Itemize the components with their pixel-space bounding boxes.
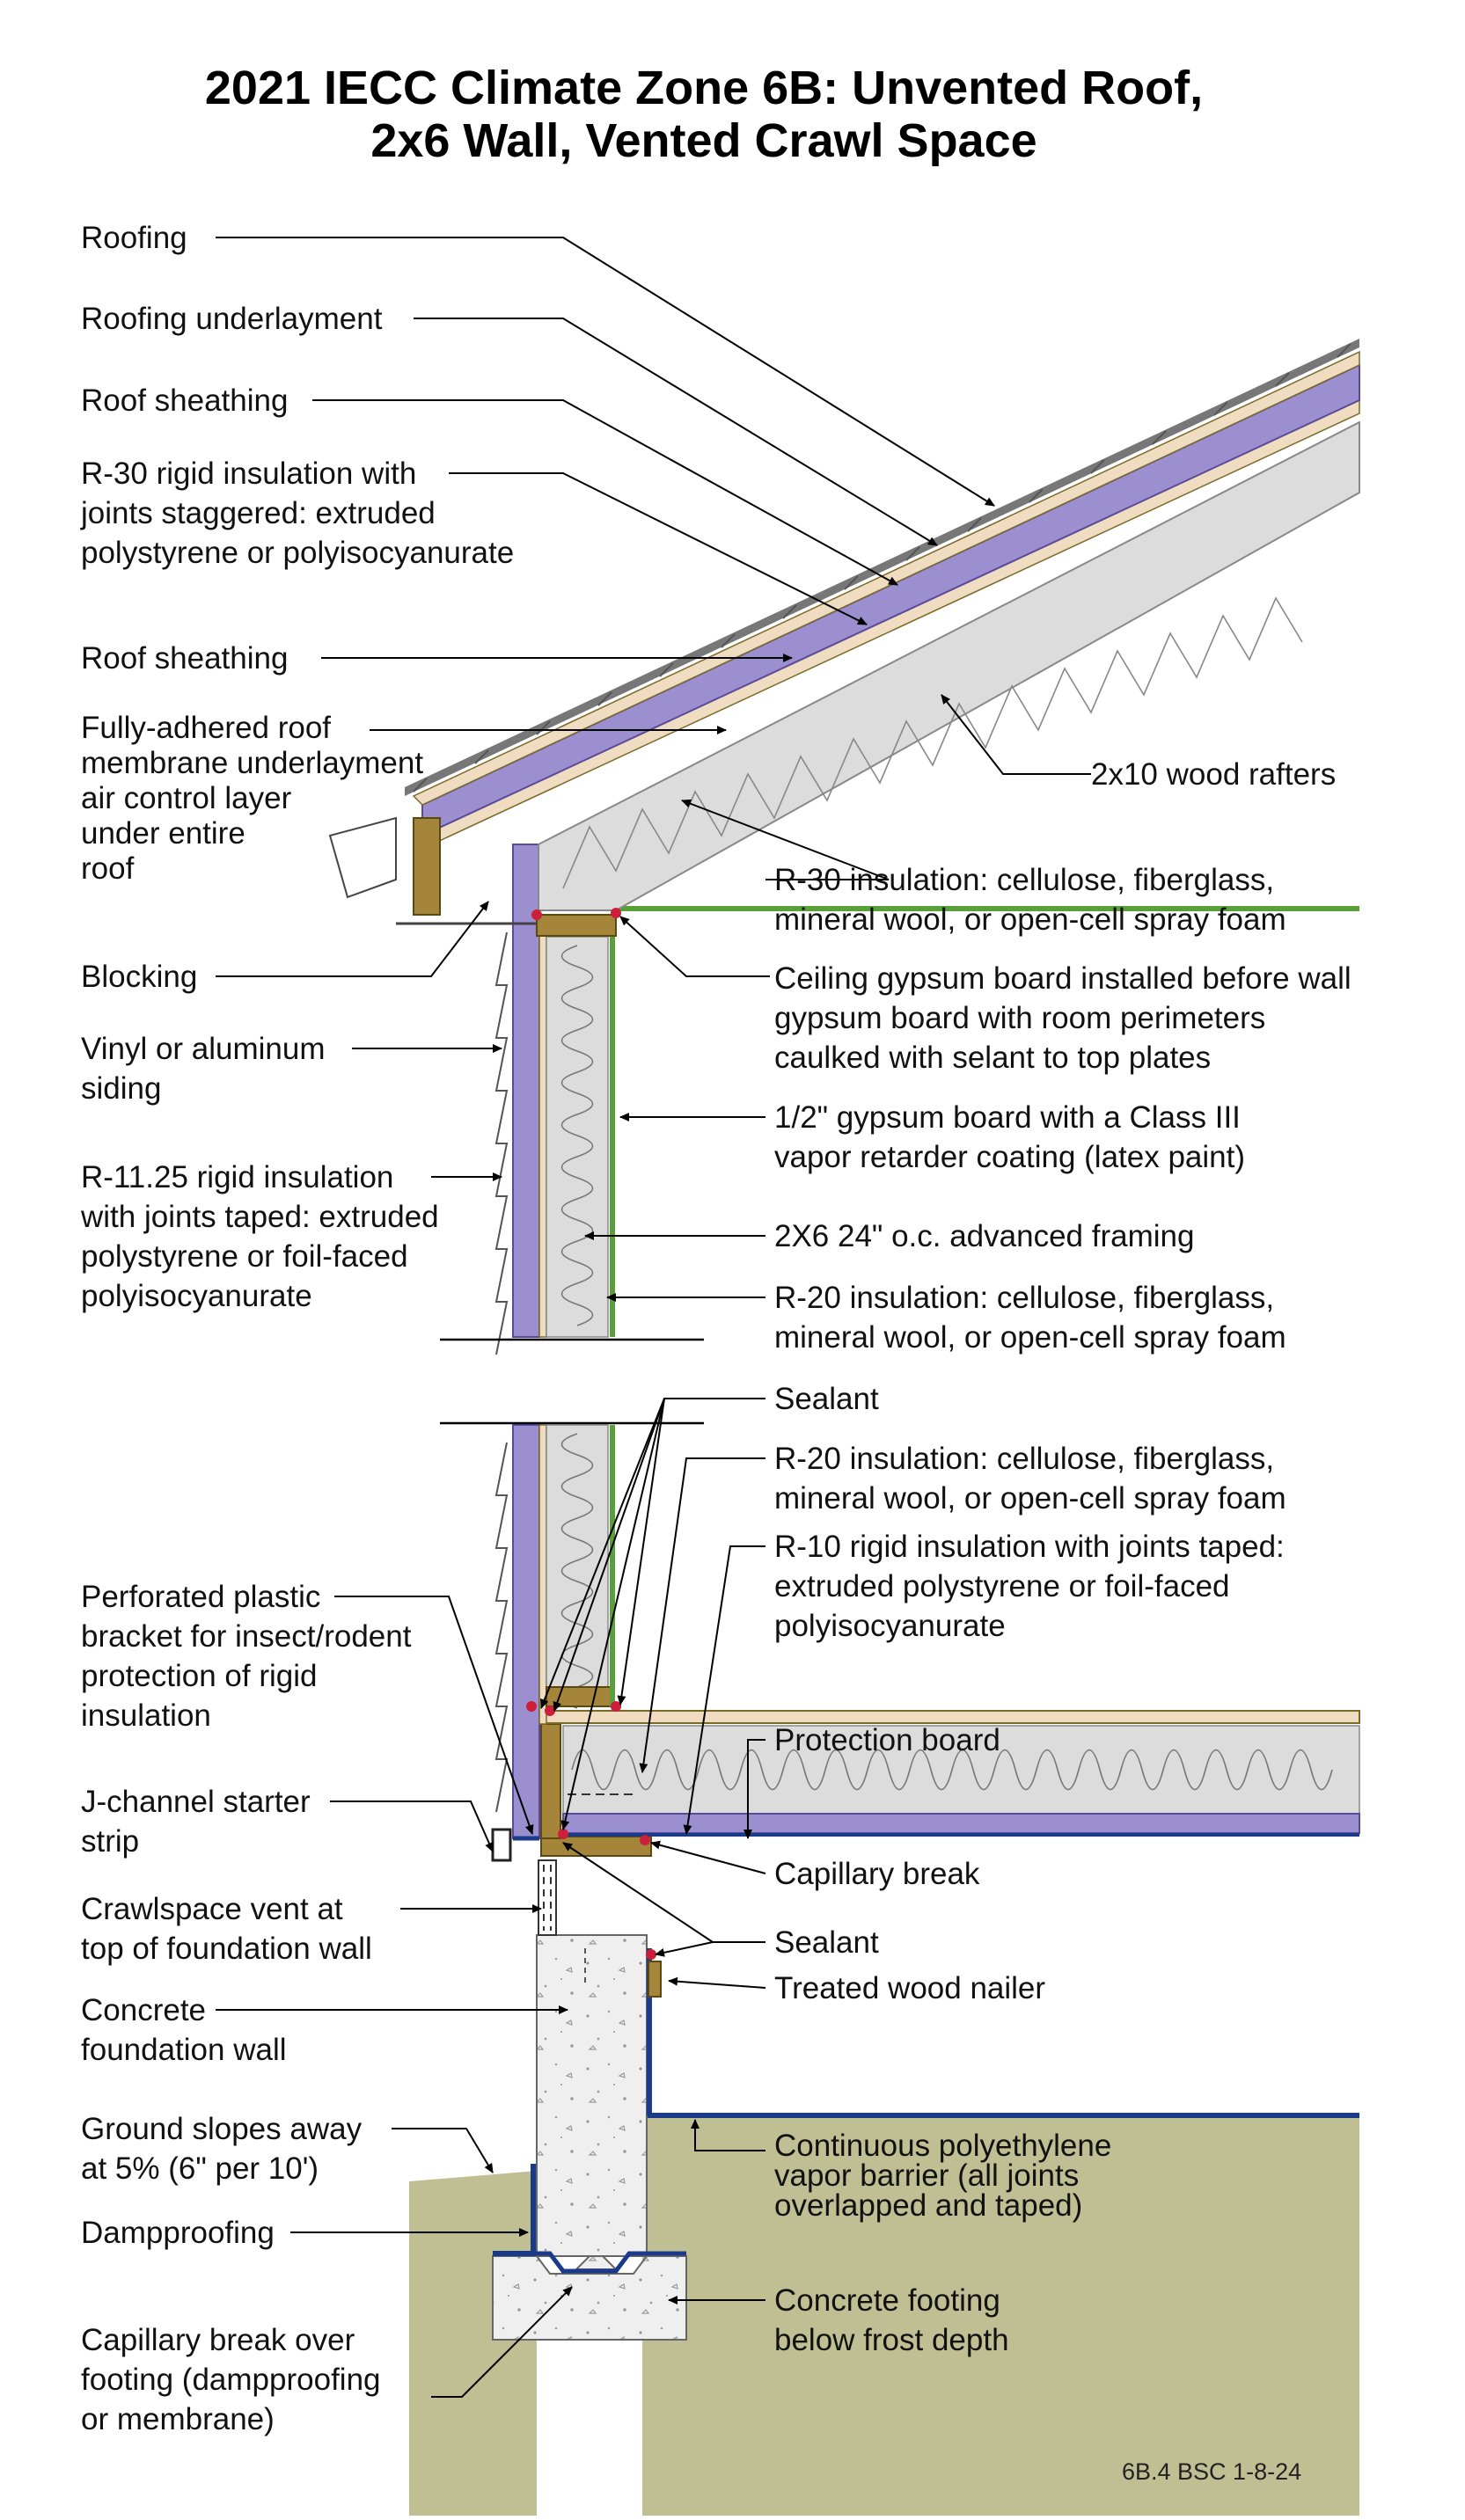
leader-lines [216,237,1091,2398]
label-wall-gypsum: 1/2" gypsum board with a Class III vapor… [774,1100,1245,1174]
label-crawl-vent: Crawlspace vent at top of foundation wal… [81,1892,372,1966]
diagram-title: 2021 IECC Climate Zone 6B: Unvented Roof… [0,62,1408,167]
lower-wall-rigid-insulation [512,1424,540,1839]
treated-wood-nailer [648,1961,662,1998]
label-capillary-break: Capillary break [774,1857,980,1891]
label-roof-sheathing-2: Roof sheathing [81,641,289,676]
label-r20-wall: R-20 insulation: cellulose, fiberglass, … [774,1281,1286,1355]
label-perforated-bracket: Perforated plastic bracket for insect/ro… [81,1580,412,1733]
rafter-insulation-wave [562,596,1303,889]
label-roofing-underlayment: Roofing underlayment [81,302,383,336]
upper-wall-sheathing [538,931,547,1338]
upper-wall-cavity-insulation [546,936,609,1338]
label-r20-floor: R-20 insulation: cellulose, fiberglass, … [774,1442,1286,1516]
rafter-insulation-r30 [538,420,1360,911]
floor-insulation-wave [571,1749,1333,1791]
label-dampproofing: Dampproofing [81,2216,275,2250]
label-roof-sheathing-1: Roof sheathing [81,383,289,418]
blocking [413,817,441,916]
label-r10-rigid: R-10 rigid insulation with joints taped:… [774,1530,1285,1643]
capillary-break-footing [493,2251,686,2274]
label-ground-slope: Ground slopes away at 5% (6" per 10') [81,2112,363,2186]
label-foundation-wall: Concrete foundation wall [81,1993,287,2067]
label-vapor-barrier: Continuous polyethylene vapor barrier (a… [774,2129,1112,2223]
rim-joist [540,1723,561,1839]
lower-wall-gypsum [610,1425,615,1706]
label-framing: 2X6 24" o.c. advanced framing [774,1219,1195,1253]
floor-rigid-insulation-r10 [562,1813,1360,1834]
label-rafters: 2x10 wood rafters [1091,757,1337,792]
title-line-2: 2x6 Wall, Vented Crawl Space [370,114,1037,167]
soil-crawlspace [642,2115,1359,2516]
title-line-1: 2021 IECC Climate Zone 6B: Unvented Roof… [204,62,1204,114]
label-roof-membrane: Fully-adhered roof membrane underlayment… [81,711,424,886]
roofing-shingles [405,339,1359,796]
upper-siding [494,931,509,1355]
label-r30-insulation: R-30 insulation: cellulose, fiberglass, … [774,863,1286,937]
upper-wall-insulation-wave [560,945,594,1326]
label-siding: Vinyl or aluminum siding [81,1032,326,1106]
fascia [328,816,397,899]
label-protection-board: Protection board [774,1723,1000,1757]
label-ceiling-gypsum: Ceiling gypsum board installed before wa… [774,961,1351,1075]
drawing-code: 6B.4 BSC 1-8-24 [1122,2458,1302,2485]
concrete-foundation-wall [536,1934,648,2257]
lower-wall-insulation-wave [560,1433,594,1709]
lower-siding [494,1442,509,1813]
label-blocking: Blocking [81,960,198,994]
upper-wall-gypsum [610,937,615,1337]
j-channel [491,1828,512,1862]
label-nailer: Treated wood nailer [774,1971,1046,2005]
top-plate [536,914,617,937]
crawlspace-vent [538,1859,557,1936]
shingle-edges [413,343,1351,793]
label-r30-rigid: R-30 rigid insulation with joints stagge… [81,457,515,570]
label-sealant-bottom: Sealant [774,1925,879,1960]
ceiling-gypsum [616,906,1359,911]
label-capillary-footing: Capillary break over footing (dampproofi… [81,2323,381,2436]
label-footing: Concrete footing below frost depth [774,2283,1009,2357]
label-j-channel: J-channel starter strip [81,1785,311,1859]
label-roofing: Roofing [81,221,187,255]
concrete-footing [492,2255,687,2341]
lower-wall-sheathing [538,1424,547,1725]
label-r1125-rigid: R-11.25 rigid insulation with joints tap… [81,1160,439,1313]
sill-plate [540,1836,652,1857]
label-sealant-top: Sealant [774,1382,879,1416]
